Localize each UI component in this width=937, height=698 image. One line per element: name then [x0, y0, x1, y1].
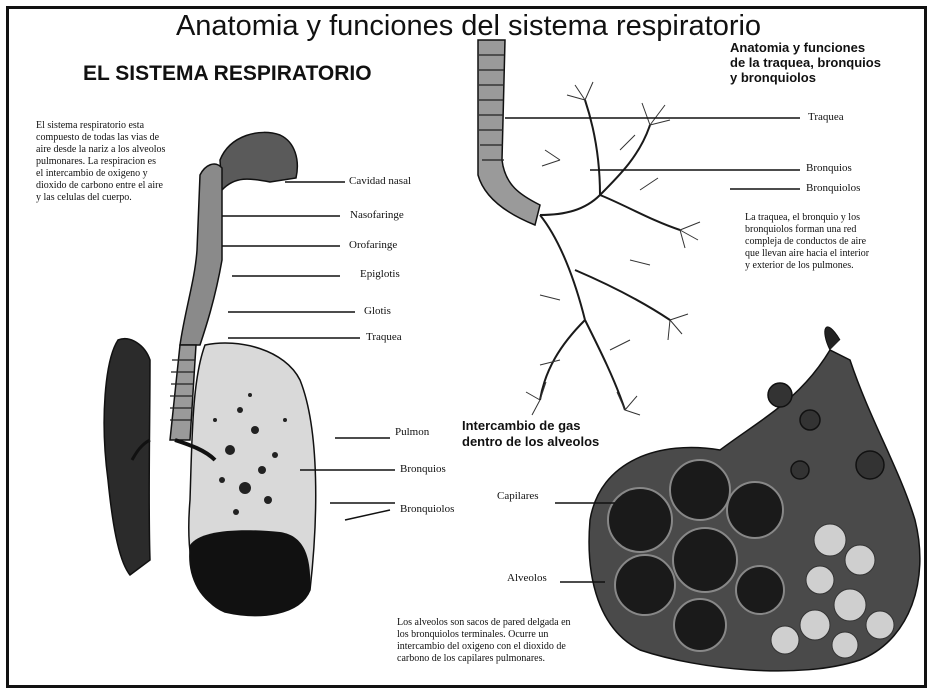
label-bronchioles-left: Bronquiolos: [400, 503, 454, 515]
bronchial-tree-illustration: [478, 40, 700, 415]
intro-line: dioxido de carbono entre el aire: [36, 180, 214, 192]
label-epiglottis: Epiglotis: [360, 268, 400, 280]
label-bronchi-left: Bronquios: [400, 463, 446, 475]
label-bronchioles-right: Bronquiolos: [806, 182, 860, 194]
title-line: Anatomia y funciones: [730, 40, 881, 55]
label-alveoli: Alveolos: [507, 572, 547, 584]
gas-description-text: Los alveolos son sacos de pared delgada …: [397, 617, 627, 665]
label-trachea-left: Traquea: [366, 331, 402, 343]
intro-line: aire desde la nariz a los alveolos: [36, 144, 214, 156]
intro-line: compuesto de todas las vias de: [36, 132, 214, 144]
label-oropharynx: Orofaringe: [349, 239, 397, 251]
right-description-text: La traquea, el bronquio y los bronquiolo…: [745, 212, 920, 272]
label-trachea-right: Traquea: [808, 111, 844, 123]
text-line: carbono de los capilares pulmonares.: [397, 653, 627, 665]
title-line: y bronquiolos: [730, 70, 881, 85]
lungs-illustration: [104, 339, 316, 616]
left-intro-text: El sistema respiratorio esta compuesto d…: [36, 120, 214, 204]
right-leader-lines: [505, 118, 800, 189]
right-section-title: Anatomia y funciones de la traquea, bron…: [730, 40, 881, 85]
text-line: los bronquiolos terminales. Ocurre un: [397, 629, 627, 641]
alveoli-illustration: [589, 327, 920, 671]
title-line: de la traquea, bronquios: [730, 55, 881, 70]
left-section-title: EL SISTEMA RESPIRATORIO: [83, 62, 372, 86]
label-glottis: Glotis: [364, 305, 391, 317]
intro-line: el intercambio de oxigeno y: [36, 168, 214, 180]
intro-line: y las celulas del cuerpo.: [36, 192, 214, 204]
main-title: Anatomia y funciones del sistema respira…: [0, 10, 937, 43]
gas-section-title: Intercambio de gas dentro de los alveolo…: [462, 418, 599, 450]
label-nasal-cavity: Cavidad nasal: [349, 175, 411, 187]
text-line: La traquea, el bronquio y los: [745, 212, 920, 224]
text-line: bronquiolos forman una red: [745, 224, 920, 236]
text-line: que llevan aire hacia el interior: [745, 248, 920, 260]
text-line: compleja de conductos de aire: [745, 236, 920, 248]
intro-line: El sistema respiratorio esta: [36, 120, 214, 132]
title-line: Intercambio de gas: [462, 418, 599, 434]
text-line: Los alveolos son sacos de pared delgada …: [397, 617, 627, 629]
label-capillaries: Capilares: [497, 490, 539, 502]
text-line: intercambio del oxigeno con el dioxido d…: [397, 641, 627, 653]
title-line: dentro de los alveolos: [462, 434, 599, 450]
label-lung: Pulmon: [395, 426, 429, 438]
text-line: y exterior de los pulmones.: [745, 260, 920, 272]
label-nasopharynx: Nasofaringe: [350, 209, 404, 221]
label-bronchi-right: Bronquios: [806, 162, 852, 174]
intro-line: pulmonares. La respiracion es: [36, 156, 214, 168]
